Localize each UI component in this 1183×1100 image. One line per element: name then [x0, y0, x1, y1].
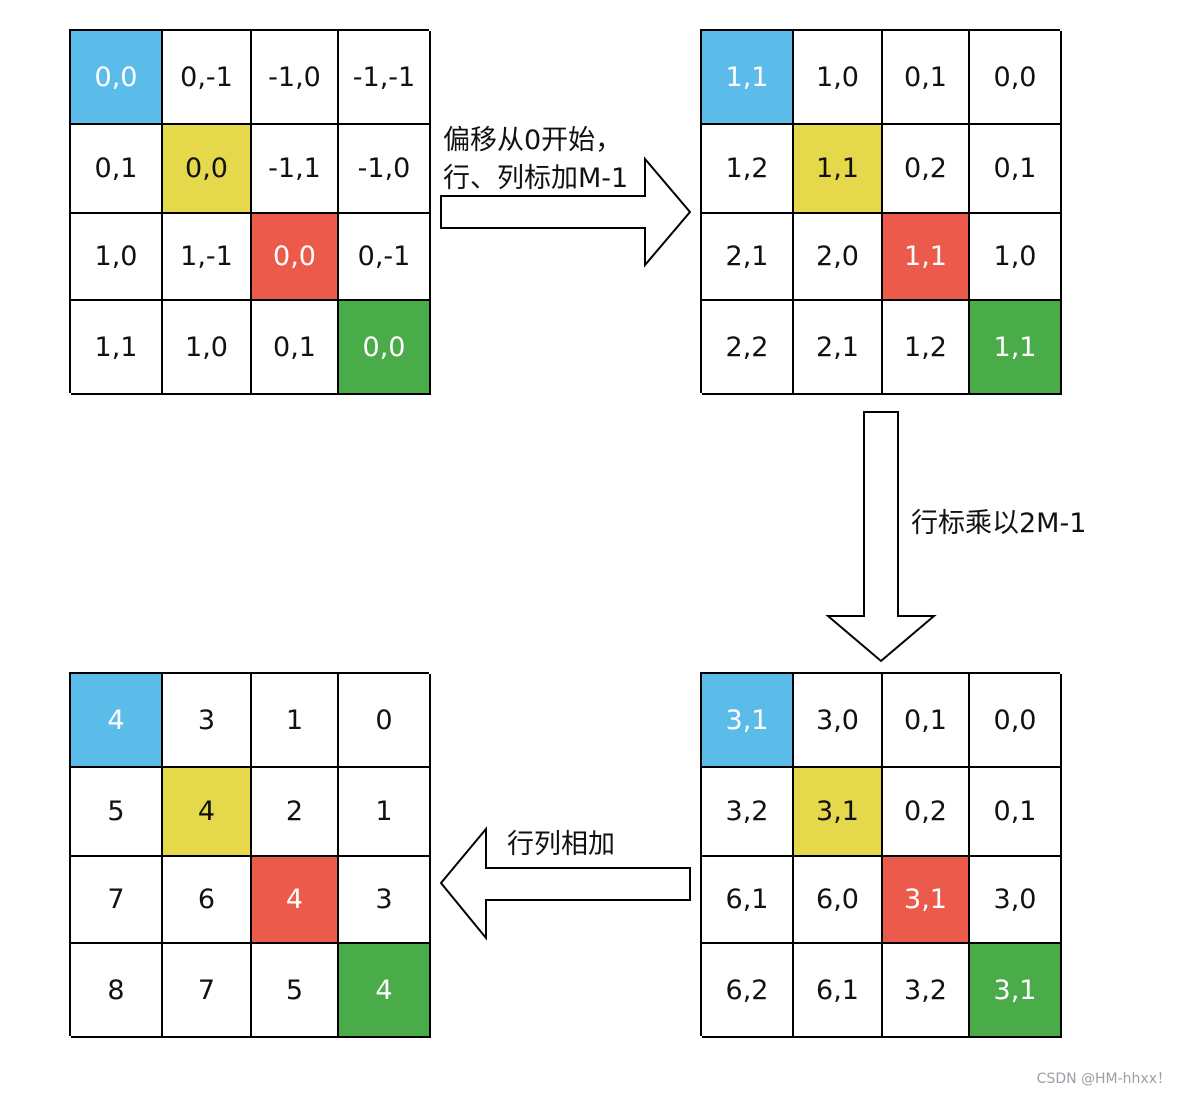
matrix-cell: 3,0	[970, 857, 1062, 944]
matrix-cell: 0,0	[163, 125, 252, 214]
matrix-cell: 1,1	[702, 31, 794, 125]
matrix-cell: -1,0	[252, 31, 339, 125]
matrix-cell: 0,0	[970, 674, 1062, 768]
matrix-cell: 1,1	[970, 301, 1062, 395]
matrix-cell: 3,1	[702, 674, 794, 768]
matrix-cell: 3,1	[794, 768, 883, 857]
matrix-cell: 0,1	[883, 674, 970, 768]
matrix-cell: 0,-1	[339, 214, 431, 301]
matrix-cell: 6	[163, 857, 252, 944]
matrix-cell: -1,-1	[339, 31, 431, 125]
caption-sum: 行列相加	[507, 829, 615, 860]
caption-row-scale: 行标乘以2M-1	[911, 508, 1087, 539]
matrix-cell: 2	[252, 768, 339, 857]
down-arrow	[825, 411, 937, 663]
matrix-cell: 6,1	[794, 944, 883, 1038]
matrix-cell: 0	[339, 674, 431, 768]
matrix-cell: 0,2	[883, 125, 970, 214]
matrix-cell: 3,2	[883, 944, 970, 1038]
matrix-cell: 1,-1	[163, 214, 252, 301]
matrix-cell: 0,1	[883, 31, 970, 125]
matrix-cell: 3	[163, 674, 252, 768]
matrix-cell: 5	[252, 944, 339, 1038]
matrix-cell: 3,2	[702, 768, 794, 857]
matrix-cell: -1,0	[339, 125, 431, 214]
right-arrow	[440, 156, 692, 268]
matrix-cell: 1,2	[883, 301, 970, 395]
matrix-cell: 0,0	[970, 31, 1062, 125]
matrix-cell: 2,2	[702, 301, 794, 395]
matrix-cell: 1,0	[794, 31, 883, 125]
matrix-cell: 6,2	[702, 944, 794, 1038]
matrix-cell: 3,1	[970, 944, 1062, 1038]
caption-shift-line2: 行、列标加M-1	[443, 163, 629, 194]
matrix-cell: 3	[339, 857, 431, 944]
matrix-cell: 7	[163, 944, 252, 1038]
matrix-cell: 1,1	[794, 125, 883, 214]
left-arrow	[439, 826, 691, 941]
matrix-cell: 0,0	[71, 31, 163, 125]
matrix-cell: -1,1	[252, 125, 339, 214]
matrix-cell: 4	[163, 768, 252, 857]
matrix-cell: 5	[71, 768, 163, 857]
matrix-cell: 0,0	[252, 214, 339, 301]
matrix-cell: 1,2	[702, 125, 794, 214]
matrix-cell: 1,1	[71, 301, 163, 395]
matrix-cell: 3,0	[794, 674, 883, 768]
matrix-cell: 0,-1	[163, 31, 252, 125]
matrix-cell: 2,0	[794, 214, 883, 301]
matrix-cell: 7	[71, 857, 163, 944]
matrix-cell: 2,1	[702, 214, 794, 301]
matrix-cell: 1,0	[970, 214, 1062, 301]
matrix-cell: 6,1	[702, 857, 794, 944]
matrix-cell: 1,1	[883, 214, 970, 301]
matrix-cell: 4	[339, 944, 431, 1038]
matrix-cell: 6,0	[794, 857, 883, 944]
caption-shift: 偏移从0开始， 行、列标加M-1	[443, 122, 628, 198]
matrix-cell: 0,2	[883, 768, 970, 857]
matrix-cell: 3,1	[883, 857, 970, 944]
matrix-cell: 1,0	[163, 301, 252, 395]
matrix-cell: 4	[71, 674, 163, 768]
matrix-cell: 0,1	[71, 125, 163, 214]
matrix-cell: 1	[339, 768, 431, 857]
caption-shift-line1: 偏移从0开始，	[443, 125, 623, 156]
matrix-cell: 0,0	[339, 301, 431, 395]
matrix-cell: 0,1	[970, 768, 1062, 857]
matrix-cell: 0,1	[252, 301, 339, 395]
matrix-cell: 8	[71, 944, 163, 1038]
matrix-cell: 0,1	[970, 125, 1062, 214]
watermark: CSDN @HM-hhxx！	[1036, 1071, 1171, 1087]
matrix-cell: 2,1	[794, 301, 883, 395]
matrix-cell: 1,0	[71, 214, 163, 301]
matrix-cell: 4	[252, 857, 339, 944]
matrix-cell: 1	[252, 674, 339, 768]
